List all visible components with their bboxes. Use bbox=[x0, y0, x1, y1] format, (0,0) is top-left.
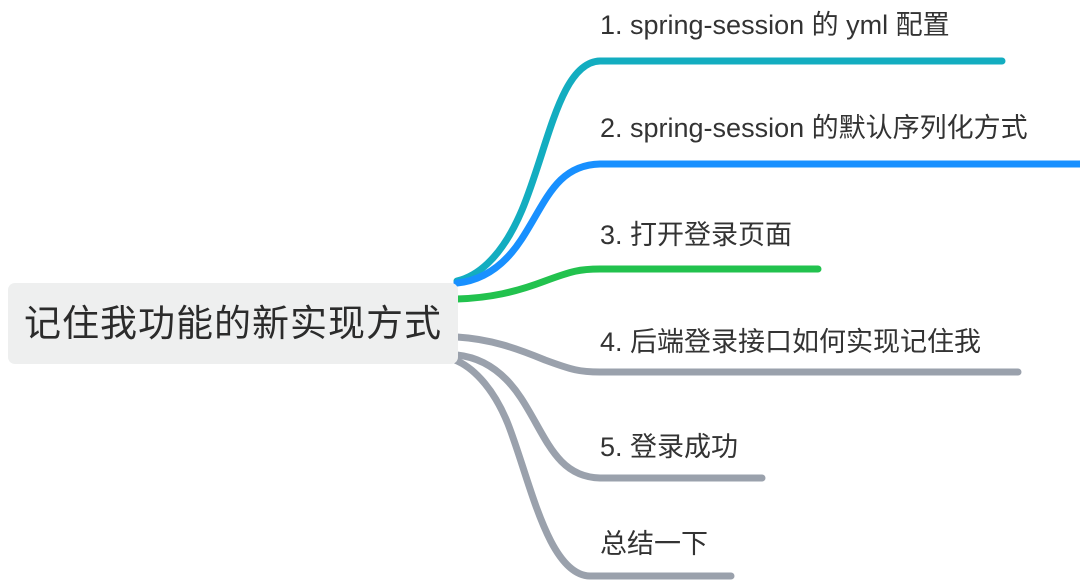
branch-node-6[interactable]: 总结一下 bbox=[600, 531, 708, 558]
root-node[interactable]: 记住我功能的新实现方式 bbox=[8, 283, 458, 364]
branch-node-2-label: 2. spring-session 的默认序列化方式 bbox=[600, 113, 1028, 143]
branch-node-5[interactable]: 5. 登录成功 bbox=[600, 434, 738, 461]
branch-node-4-label: 4. 后端登录接口如何实现记住我 bbox=[600, 327, 982, 357]
branch-node-2[interactable]: 2. spring-session 的默认序列化方式 bbox=[600, 115, 1028, 142]
branch-node-3-label: 3. 打开登录页面 bbox=[600, 220, 793, 250]
branch-node-1-label: 1. spring-session 的 yml 配置 bbox=[600, 10, 950, 40]
branch-node-6-label: 总结一下 bbox=[600, 529, 708, 559]
branch-node-3[interactable]: 3. 打开登录页面 bbox=[600, 222, 792, 249]
branch-node-1[interactable]: 1. spring-session 的 yml 配置 bbox=[600, 12, 950, 39]
branch-node-5-label: 5. 登录成功 bbox=[600, 432, 739, 462]
root-node-label: 记住我功能的新实现方式 bbox=[24, 303, 442, 344]
branch-line-3 bbox=[453, 265, 822, 303]
branch-node-4[interactable]: 4. 后端登录接口如何实现记住我 bbox=[600, 329, 981, 356]
